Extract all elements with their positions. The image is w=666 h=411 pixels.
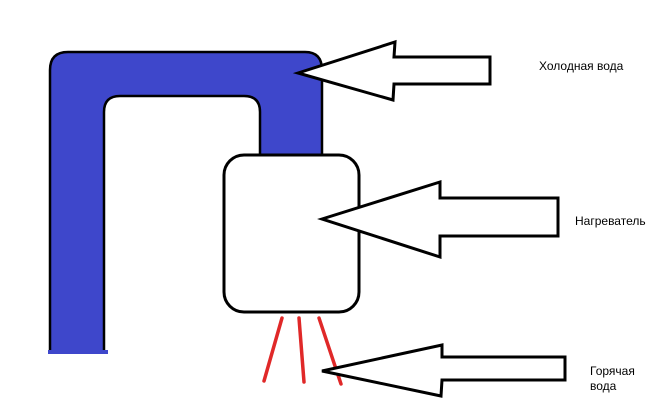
cold-water-arrow: [292, 39, 492, 102]
heater-box: [222, 153, 361, 314]
hot-water-streams: [262, 316, 343, 386]
heater-arrow: [317, 179, 560, 260]
hot-stream-left: [262, 316, 284, 383]
cold-water-label: Холодная вода: [539, 59, 624, 73]
heater-label: Нагреватель: [575, 214, 646, 228]
hot-water-arrow: [321, 343, 567, 398]
hot-water-label: Горячая вода: [590, 364, 635, 393]
hot-stream-middle: [297, 316, 306, 384]
